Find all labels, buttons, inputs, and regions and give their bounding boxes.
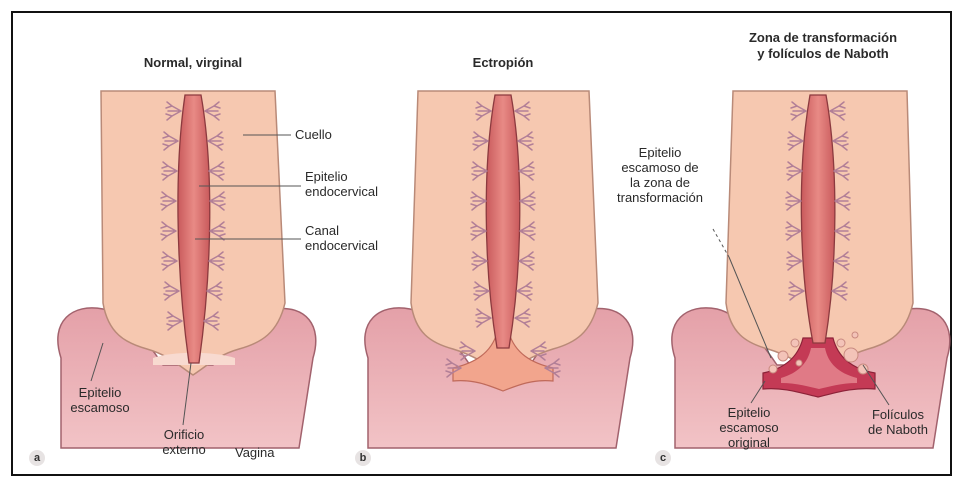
label-endocervical-canal: Canal endocervical	[305, 223, 378, 253]
label-external-os: Orificio externo	[151, 427, 217, 457]
panel-b	[365, 91, 633, 448]
cervix-diagram	[13, 13, 954, 478]
panel-c-letter: c	[655, 450, 671, 466]
label-original-squamous-epithelium: Epitelio escamoso original	[713, 405, 785, 450]
panel-b-letter: b	[355, 450, 371, 466]
panel-b-title: Ectropión	[433, 55, 573, 71]
figure-frame: Normal, virginal Ectropión Zona de trans…	[11, 11, 952, 476]
label-tz-squamous-epithelium: Epitelio escamoso de la zona de transfor…	[605, 145, 715, 205]
panel-a-title: Normal, virginal	[113, 55, 273, 71]
label-endocervical-epithelium: Epitelio endocervical	[305, 169, 378, 199]
panel-c-title: Zona de transformación y folículos de Na…	[713, 30, 933, 62]
label-vagina: Vagina	[235, 445, 275, 460]
endocervical-canal-b	[486, 95, 520, 348]
panel-a-letter: a	[29, 450, 45, 466]
label-nabothian-follicles: Folículos de Naboth	[859, 407, 937, 437]
label-squamous-epithelium: Epitelio escamoso	[65, 385, 135, 415]
label-cuello: Cuello	[295, 127, 332, 142]
